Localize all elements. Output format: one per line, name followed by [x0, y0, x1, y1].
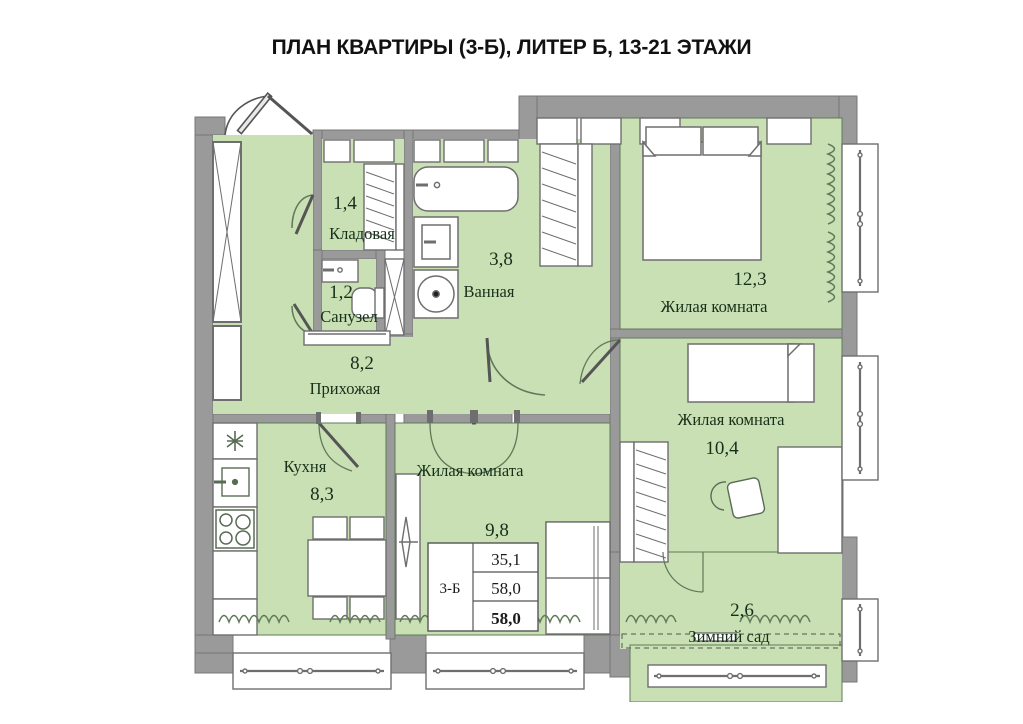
window-icon — [425, 652, 585, 690]
kitchen-fixtures — [212, 422, 387, 636]
room-area-zimniysad: 2,6 — [730, 600, 754, 621]
hallway-overhead-cabinet — [303, 330, 391, 346]
floor-plan-drawing: 1,4 Кладовая 1,2 Санузел 3,8 Ванная 8,2 … — [0, 82, 1023, 702]
room104-fixtures — [619, 343, 843, 593]
room-area-zhilaya98: 9,8 — [485, 520, 509, 541]
room123-fixtures — [539, 126, 762, 267]
bathtub-icon — [413, 166, 519, 212]
top-cabinet-row — [323, 117, 812, 163]
area-table-value-total: 58,0 — [491, 579, 521, 598]
toilet-icon — [351, 287, 385, 319]
closet-x-icon — [384, 258, 405, 336]
interior-doors — [317, 338, 622, 475]
window-icon — [841, 355, 879, 481]
kladovaya-fixtures — [291, 163, 405, 251]
bed-single-icon — [687, 343, 815, 403]
left-niche-closet-icon — [212, 141, 242, 401]
windows-right — [841, 143, 879, 662]
room-area-zhilaya123: 12,3 — [733, 269, 766, 290]
bathroom-fixtures — [413, 166, 546, 396]
door-swing-icon — [662, 551, 704, 593]
room-area-sanuzel: 1,2 — [329, 282, 353, 303]
winter-garden-sill — [693, 632, 737, 642]
wardrobe-icon — [395, 473, 421, 620]
radiator-icon — [329, 614, 381, 625]
window-icon — [841, 598, 879, 662]
room-name-vannaya: Ванная — [464, 282, 515, 301]
round-sink-icon — [413, 269, 459, 319]
room-area-vannaya: 3,8 — [489, 249, 513, 270]
window-icon — [232, 652, 392, 690]
page-title: ПЛАН КВАРТИРЫ (3-Б), ЛИТЕР Б, 13-21 ЭТАЖ… — [271, 36, 752, 59]
radiator-icon — [218, 614, 290, 625]
kitchen-sink-icon — [214, 467, 250, 497]
area-summary-table: 3-Б 35,1 58,0 58,0 — [427, 542, 539, 632]
radiator-icon — [625, 614, 677, 625]
bathroom-door-swing-icon — [485, 337, 546, 396]
wardrobe-icon — [619, 441, 669, 563]
room-area-zhilaya104: 10,4 — [705, 438, 739, 459]
kitchen-door-swing-icon — [317, 422, 360, 472]
living98-fixtures — [395, 473, 611, 635]
oven-hob-icon — [215, 509, 255, 549]
room-name-kuhnya: Кухня — [284, 457, 327, 476]
room-name-zhilaya98: Жилая комната — [417, 461, 525, 480]
window-icon — [841, 143, 879, 293]
wardrobe-icon — [363, 163, 405, 251]
room-area-kuhnya: 8,3 — [310, 484, 334, 505]
chair-icon — [710, 477, 766, 519]
room-labels: 1,4 Кладовая 1,2 Санузел 3,8 Ванная 8,2 … — [284, 193, 785, 646]
area-table-label: 3-Б — [439, 581, 460, 597]
kitchen-counter-column — [212, 422, 258, 636]
room123-door-swing-icon — [579, 338, 622, 385]
room-name-zhilaya104: Жилая комната — [678, 410, 786, 429]
room-area-kladovaya: 1,4 — [333, 193, 357, 214]
sanuzel-fixtures — [291, 258, 405, 336]
bed-double-icon — [642, 126, 762, 261]
radiator-icon — [825, 143, 836, 225]
room-area-prihozhaya: 8,2 — [350, 353, 374, 374]
door-jambs — [316, 410, 520, 424]
area-table-value-grand-total: 58,0 — [491, 609, 521, 628]
small-sink-icon — [321, 259, 359, 283]
room-name-kladovaya: Кладовая — [329, 224, 395, 243]
windows-bottom — [232, 652, 827, 690]
window-icon — [647, 664, 827, 688]
room-name-zhilaya123: Жилая комната — [661, 297, 769, 316]
kladovaya-door-swing-icon — [291, 194, 315, 235]
desk-icon — [777, 446, 843, 554]
dining-table-icon — [307, 516, 387, 620]
wardrobe-icon — [539, 143, 593, 267]
room-name-zimniysad: Зимний сад — [688, 627, 770, 646]
radiator-icon — [739, 614, 811, 625]
area-table-value-living: 35,1 — [491, 550, 521, 569]
entry-door-swing-icon — [224, 92, 313, 136]
stove-burner-icon — [226, 431, 244, 451]
room-name-prihozhaya: Прихожая — [310, 379, 381, 398]
washing-machine-icon — [413, 216, 459, 268]
radiator-icon — [825, 231, 836, 303]
room-name-sanuzel: Санузел — [320, 307, 377, 326]
